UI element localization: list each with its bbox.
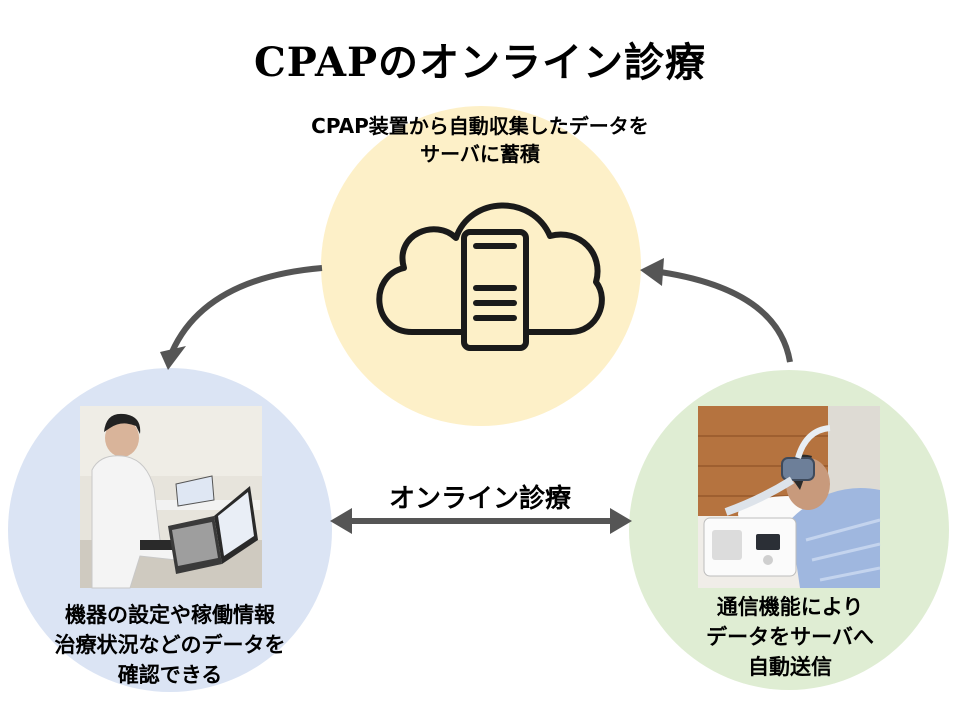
cloud-caption-line: サーバに蓄積 bbox=[420, 142, 540, 166]
online-consultation-arrow bbox=[330, 508, 632, 534]
clinic-caption-line: 機器の設定や稼働情報 bbox=[65, 603, 275, 627]
cloud-server-icon bbox=[376, 202, 605, 351]
patient-caption: 通信機能により データをサーバへ 自動送信 bbox=[640, 592, 940, 682]
arrow-cloud-to-clinic bbox=[160, 265, 323, 370]
patient-caption-line: データをサーバへ bbox=[706, 625, 874, 649]
cloud-caption-line: CPAP装置から自動収集したデータを bbox=[311, 114, 649, 138]
doctor-at-laptop-photo bbox=[80, 406, 262, 589]
clinic-caption-line: 治療状況などのデータを bbox=[54, 633, 286, 657]
clinic-caption: 機器の設定や稼働情報 治療状況などのデータを 確認できる bbox=[20, 600, 320, 690]
patient-caption-line: 通信機能により bbox=[716, 595, 864, 619]
patient-with-cpap-mask-photo bbox=[698, 406, 881, 588]
clinic-caption-line: 確認できる bbox=[117, 663, 223, 687]
online-consultation-label: オンライン診療 bbox=[388, 484, 571, 514]
patient-caption-line: 自動送信 bbox=[748, 655, 832, 679]
page-title: CPAPのオンライン診療 bbox=[253, 39, 707, 86]
arrow-patient-to-cloud bbox=[640, 258, 793, 363]
cloud-caption: CPAP装置から自動収集したデータを サーバに蓄積 bbox=[230, 112, 730, 168]
